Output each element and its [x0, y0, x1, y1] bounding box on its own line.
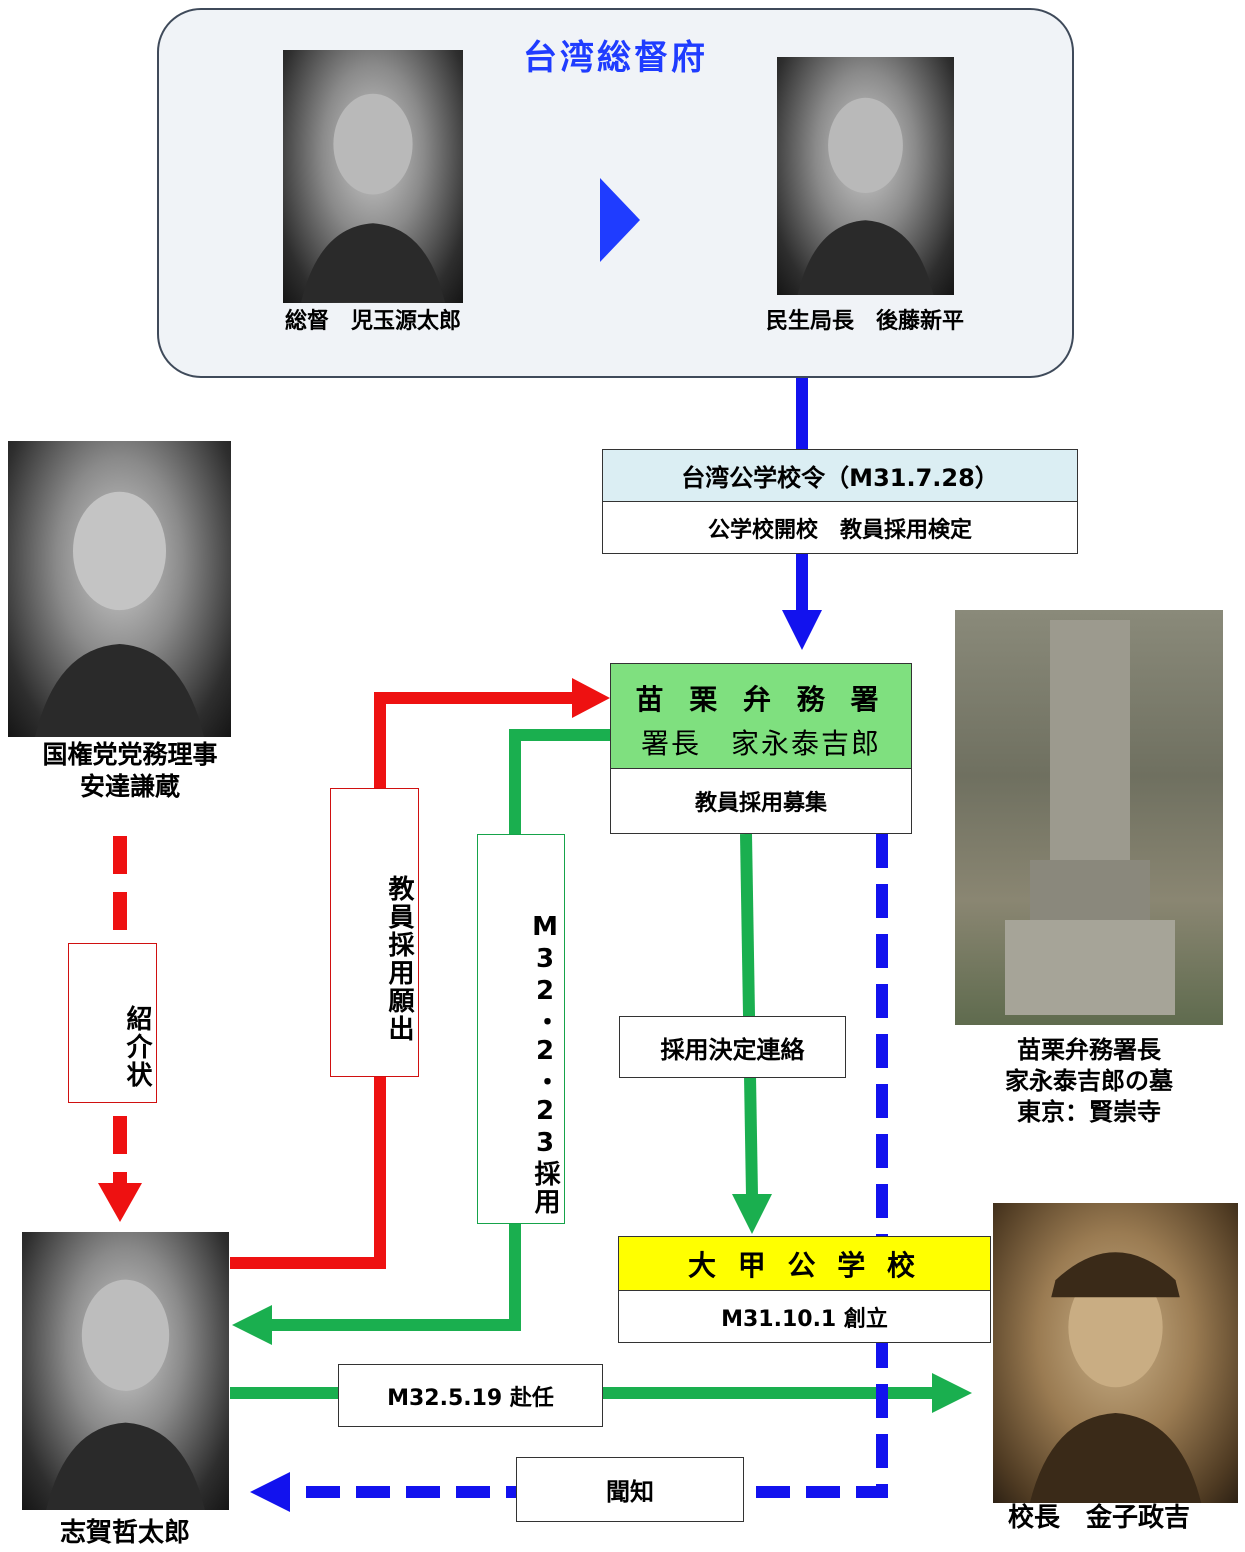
office-recruit: 教員採用募集 [610, 768, 912, 834]
hired-label: M32・2・23採用 [477, 834, 565, 1224]
red-arrowhead-shiga [98, 1183, 142, 1222]
blue-arrowhead-shiga [250, 1472, 290, 1512]
adachi-role: 国権党党務理事 [42, 740, 218, 769]
application-label: 教員採用願出 [330, 788, 419, 1077]
grave-caption-1: 苗栗弁務署長 [1017, 1036, 1161, 1064]
kaneko-portrait-photo [993, 1203, 1238, 1503]
portrait-icon [1029, 1252, 1202, 1503]
ordinance-title: 台湾公学校令（M31.7.28） [602, 449, 1078, 502]
decision-label: 採用決定連絡 [619, 1016, 846, 1078]
green-arrowhead-shiga [232, 1305, 272, 1345]
green-arrowhead-school [732, 1194, 772, 1234]
green-arrowhead-kaneko [932, 1373, 972, 1413]
portrait-icon [34, 491, 205, 737]
government-title: 台湾総督府 [523, 38, 708, 78]
kodama-caption: 総督 児玉源太郎 [284, 309, 461, 334]
assignment-label: M32.5.19 赴任 [338, 1364, 603, 1427]
blue-arrowhead-office [782, 610, 822, 650]
heard-label: 聞知 [516, 1457, 744, 1522]
green-decision-line [740, 833, 758, 1197]
school-name: 大 甲 公 学 校 [618, 1236, 991, 1291]
shiga-portrait-photo [22, 1232, 229, 1510]
goto-portrait-photo [777, 57, 954, 295]
shiga-name: 志賀哲太郎 [59, 1518, 190, 1548]
school-founded: M31.10.1 創立 [618, 1290, 991, 1343]
office-name: 苗 栗 弁 務 署 [635, 683, 887, 716]
gravestone-icon [1005, 620, 1175, 1015]
office-header: 苗 栗 弁 務 署 署長 家永泰吉郎 [610, 663, 912, 769]
portrait-icon [797, 97, 934, 295]
kodama-portrait-photo [283, 50, 463, 303]
grave-photo [955, 610, 1223, 1025]
introduction-label: 紹介状 [68, 943, 157, 1103]
grave-caption-3: 東京：賢崇寺 [1017, 1098, 1161, 1126]
red-arrowhead-office [572, 678, 610, 718]
adachi-portrait-photo [8, 441, 231, 737]
adachi-name: 安達謙蔵 [79, 772, 180, 801]
portrait-icon [301, 93, 445, 303]
blue-dashed-heard-line [288, 834, 888, 1498]
kaneko-name: 校長 金子政吉 [1008, 1503, 1191, 1533]
grave-caption-2: 家永泰吉郎の墓 [1005, 1067, 1173, 1095]
portrait-icon [46, 1279, 205, 1510]
goto-caption: 民生局長 後藤新平 [765, 309, 964, 334]
ordinance-subtitle: 公学校開校 教員採用検定 [602, 501, 1078, 554]
office-chief: 署長 家永泰吉郎 [640, 727, 881, 760]
succession-arrow-icon [600, 178, 640, 262]
